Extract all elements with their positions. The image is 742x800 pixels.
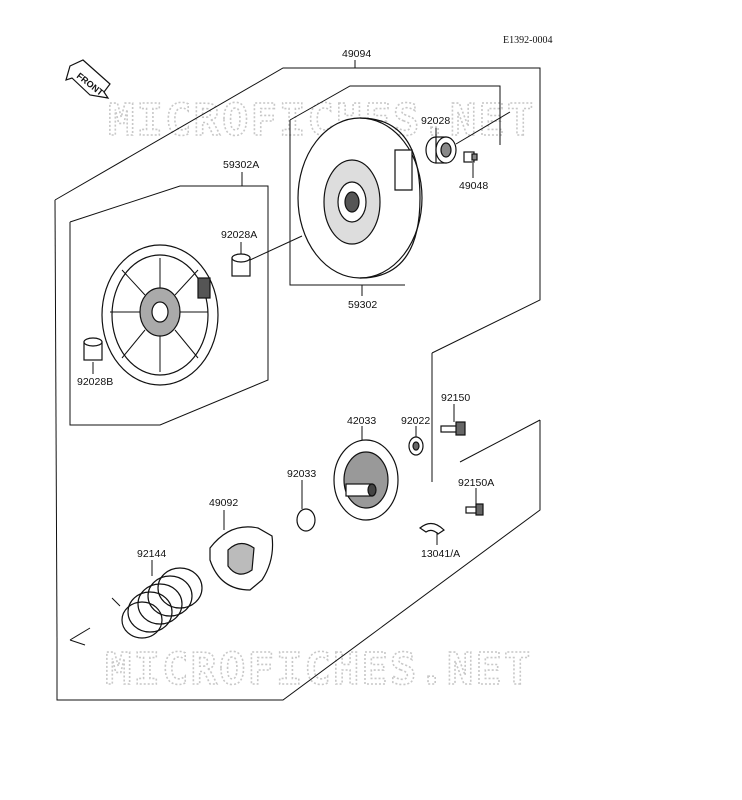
leader-lines [92,111,511,576]
label-59302: 59302 [348,299,377,311]
assembly-frame-49094 [54,60,541,701]
sheave-59302A [101,244,219,386]
bushing-92028B [83,337,103,361]
label-92022: 92022 [401,415,430,427]
bolt-92150 [440,421,466,436]
label-92150A: 92150A [458,477,494,489]
label-49092: 49092 [209,497,238,509]
label-92033: 92033 [287,468,316,480]
label-59302A: 59302A [223,159,259,171]
front-arrow-icon: FRONT [65,59,111,99]
label-13041A: 13041/A [421,548,460,560]
label-92028A: 92028A [221,229,257,241]
label-92028: 92028 [421,115,450,127]
shoe-13041A [418,522,445,535]
label-49094: 49094 [342,48,371,60]
spring-92144 [111,567,203,639]
bolt-49048 [463,151,478,163]
diagram-code: E1392-0004 [503,35,552,46]
watermark-bottom: MICROFICHES.NET [105,644,532,695]
label-92144: 92144 [137,548,166,560]
bushing-92028 [425,136,457,164]
washer-92022 [408,436,424,456]
label-92028B: 92028B [77,376,113,388]
cam-holder-49092 [209,526,274,591]
cam-42033 [333,439,399,521]
label-49048: 49048 [459,180,488,192]
bolt-92150A [465,503,484,516]
bushing-92028A [231,253,251,277]
sheave-59302 [297,117,423,279]
label-42033: 42033 [347,415,376,427]
label-92150: 92150 [441,392,470,404]
circlip-92033 [296,508,316,532]
